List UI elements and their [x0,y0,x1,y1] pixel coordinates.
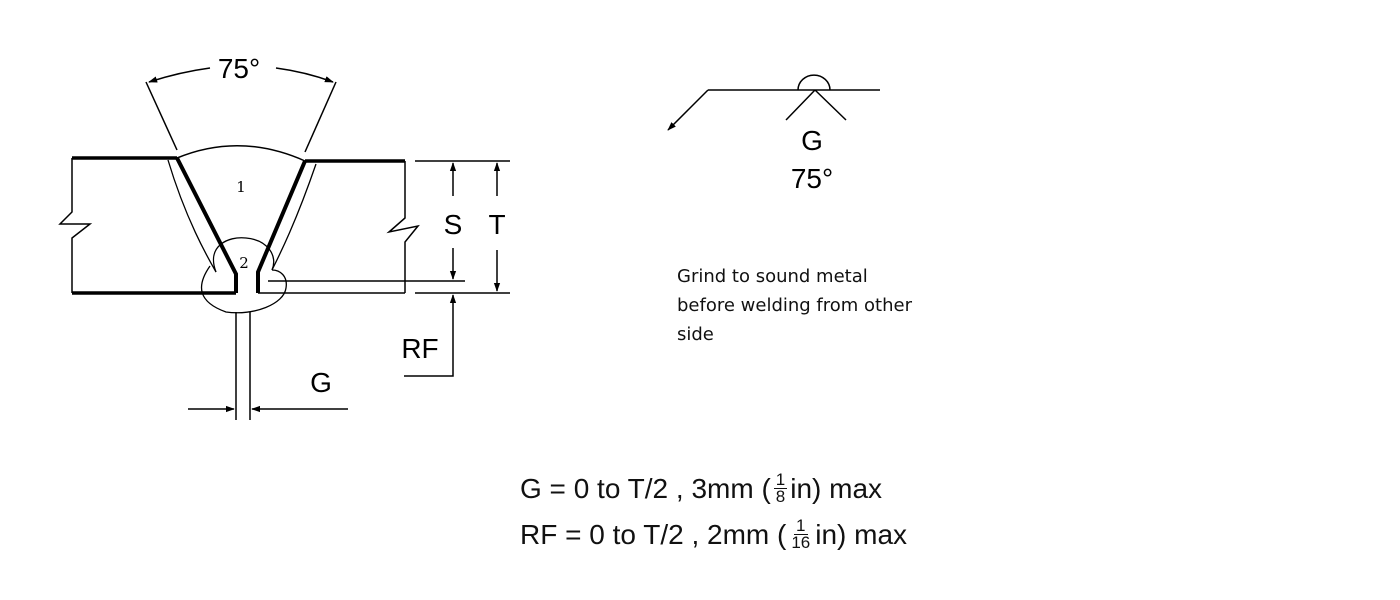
note-line-1: Grind to sound metal [677,266,868,287]
gap-formula: G = 0 to T/2 , 3mm ( 1 8 in) max [520,470,883,506]
root-face-fraction-denominator: 16 [791,533,811,552]
root-face-formula-text: RF = 0 to T/2 , 2mm ( [520,518,787,550]
note-line-2: before welding from other [677,295,912,316]
grind-note: Grind to sound metal before welding from… [677,262,967,349]
bead-2-label: 2 [239,254,249,272]
weld-symbol [667,74,880,131]
symbol-angle-label: 75° [791,163,833,194]
thickness-dimensions [188,160,510,413]
gap-fraction-denominator: 8 [775,487,786,506]
rf-label: RF [401,333,438,364]
root-face-fraction-numerator: 1 [794,516,808,535]
s-label: S [444,209,463,240]
root-face-formula: RF = 0 to T/2 , 2mm ( 1 16 in) max [520,516,908,552]
gap-fraction-numerator: 1 [773,470,788,489]
angle-dimension [145,67,337,153]
gap-fraction: 1 8 [773,470,788,506]
g-label: G [310,367,332,398]
note-line-3: side [677,324,714,345]
bead-1-label: 1 [236,178,246,196]
angle-label: 75° [218,53,260,84]
gap-formula-unit: in) max [790,472,883,504]
symbol-gap-label: G [801,125,823,156]
root-face-fraction: 1 16 [789,516,812,552]
gap-formula-text: G = 0 to T/2 , 3mm ( [520,472,771,504]
groove-bevel [167,145,317,420]
base-plates [58,156,420,295]
root-face-formula-unit: in) max [815,518,908,550]
t-label: T [488,209,505,240]
